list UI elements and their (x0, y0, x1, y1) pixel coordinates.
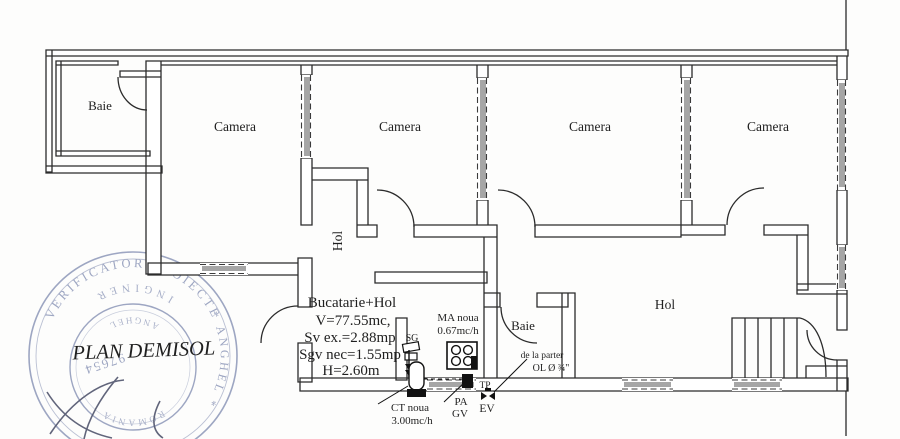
gas-valve-icon (462, 374, 473, 388)
stamp-inner-name-label: ANGHEL (106, 315, 161, 332)
room-label-baie-1: Baie (88, 98, 112, 113)
room-label-camera-1: Camera (214, 119, 256, 134)
signature (46, 376, 164, 439)
stamp-inner-ring (69, 303, 197, 431)
kitchen-height: H=2.60m (322, 363, 380, 379)
label-ct: CT noua (391, 402, 429, 414)
label-supply-note: de la parter (521, 351, 565, 361)
stamp-outer-ring (28, 251, 238, 439)
equipment-symbols (377, 340, 528, 405)
label-ma-rate: 0.67mc/h (437, 325, 479, 337)
room-labels: Baie Camera Camera Camera Camera Hol Hol… (88, 98, 789, 333)
label-tp: TP (479, 381, 490, 391)
hatch-cores (202, 77, 845, 387)
hatch-dashed-edges (200, 75, 847, 390)
kitchen-volume: V=77.55mc, (315, 313, 390, 329)
boiler-icon (407, 361, 426, 397)
staircase (731, 317, 827, 378)
kitchen-sv: Sv ex.=2.88mp (304, 330, 395, 346)
room-label-camera-3: Camera (569, 119, 611, 134)
room-label-baie-2: Baie (511, 318, 535, 333)
stamp-outer-ring-2 (35, 258, 231, 439)
door-arcs (117, 76, 838, 361)
page-title: PLAN DEMISOL (71, 338, 216, 365)
stamp-name-label: * ANGHEL * (203, 309, 232, 411)
kitchen-sgv: Sgv nec=1.55mp (299, 347, 401, 363)
stove-icon (446, 341, 478, 370)
label-pipe: OL Ø ¾" (533, 363, 570, 374)
label-ct-rate: 3.00mc/h (391, 415, 433, 427)
room-label-hol-main: Hol (655, 297, 675, 312)
label-ev: EV (479, 403, 495, 415)
label-sg: SG (406, 333, 419, 344)
label-ma: MA noua (437, 312, 478, 324)
vent-valve-icon (481, 388, 495, 400)
stamp-inner-ring-2 (75, 309, 191, 425)
room-label-camera-2: Camera (379, 119, 421, 134)
stamp-role-label: INGINER (90, 281, 175, 305)
label-pa: PA (454, 396, 467, 408)
leader-lines (377, 358, 528, 405)
equipment-labels: SG MA noua 0.67mc/h CT noua 3.00mc/h PA … (391, 312, 569, 427)
room-label-hol-small: Hol (330, 231, 345, 251)
room-label-camera-4: Camera (747, 119, 789, 134)
kitchen-name: Bucatarie+Hol (308, 295, 396, 311)
label-gv: GV (452, 408, 468, 420)
kitchen-data-block: Bucatarie+Hol V=77.55mc, Sv ex.=2.88mp S… (299, 295, 401, 379)
